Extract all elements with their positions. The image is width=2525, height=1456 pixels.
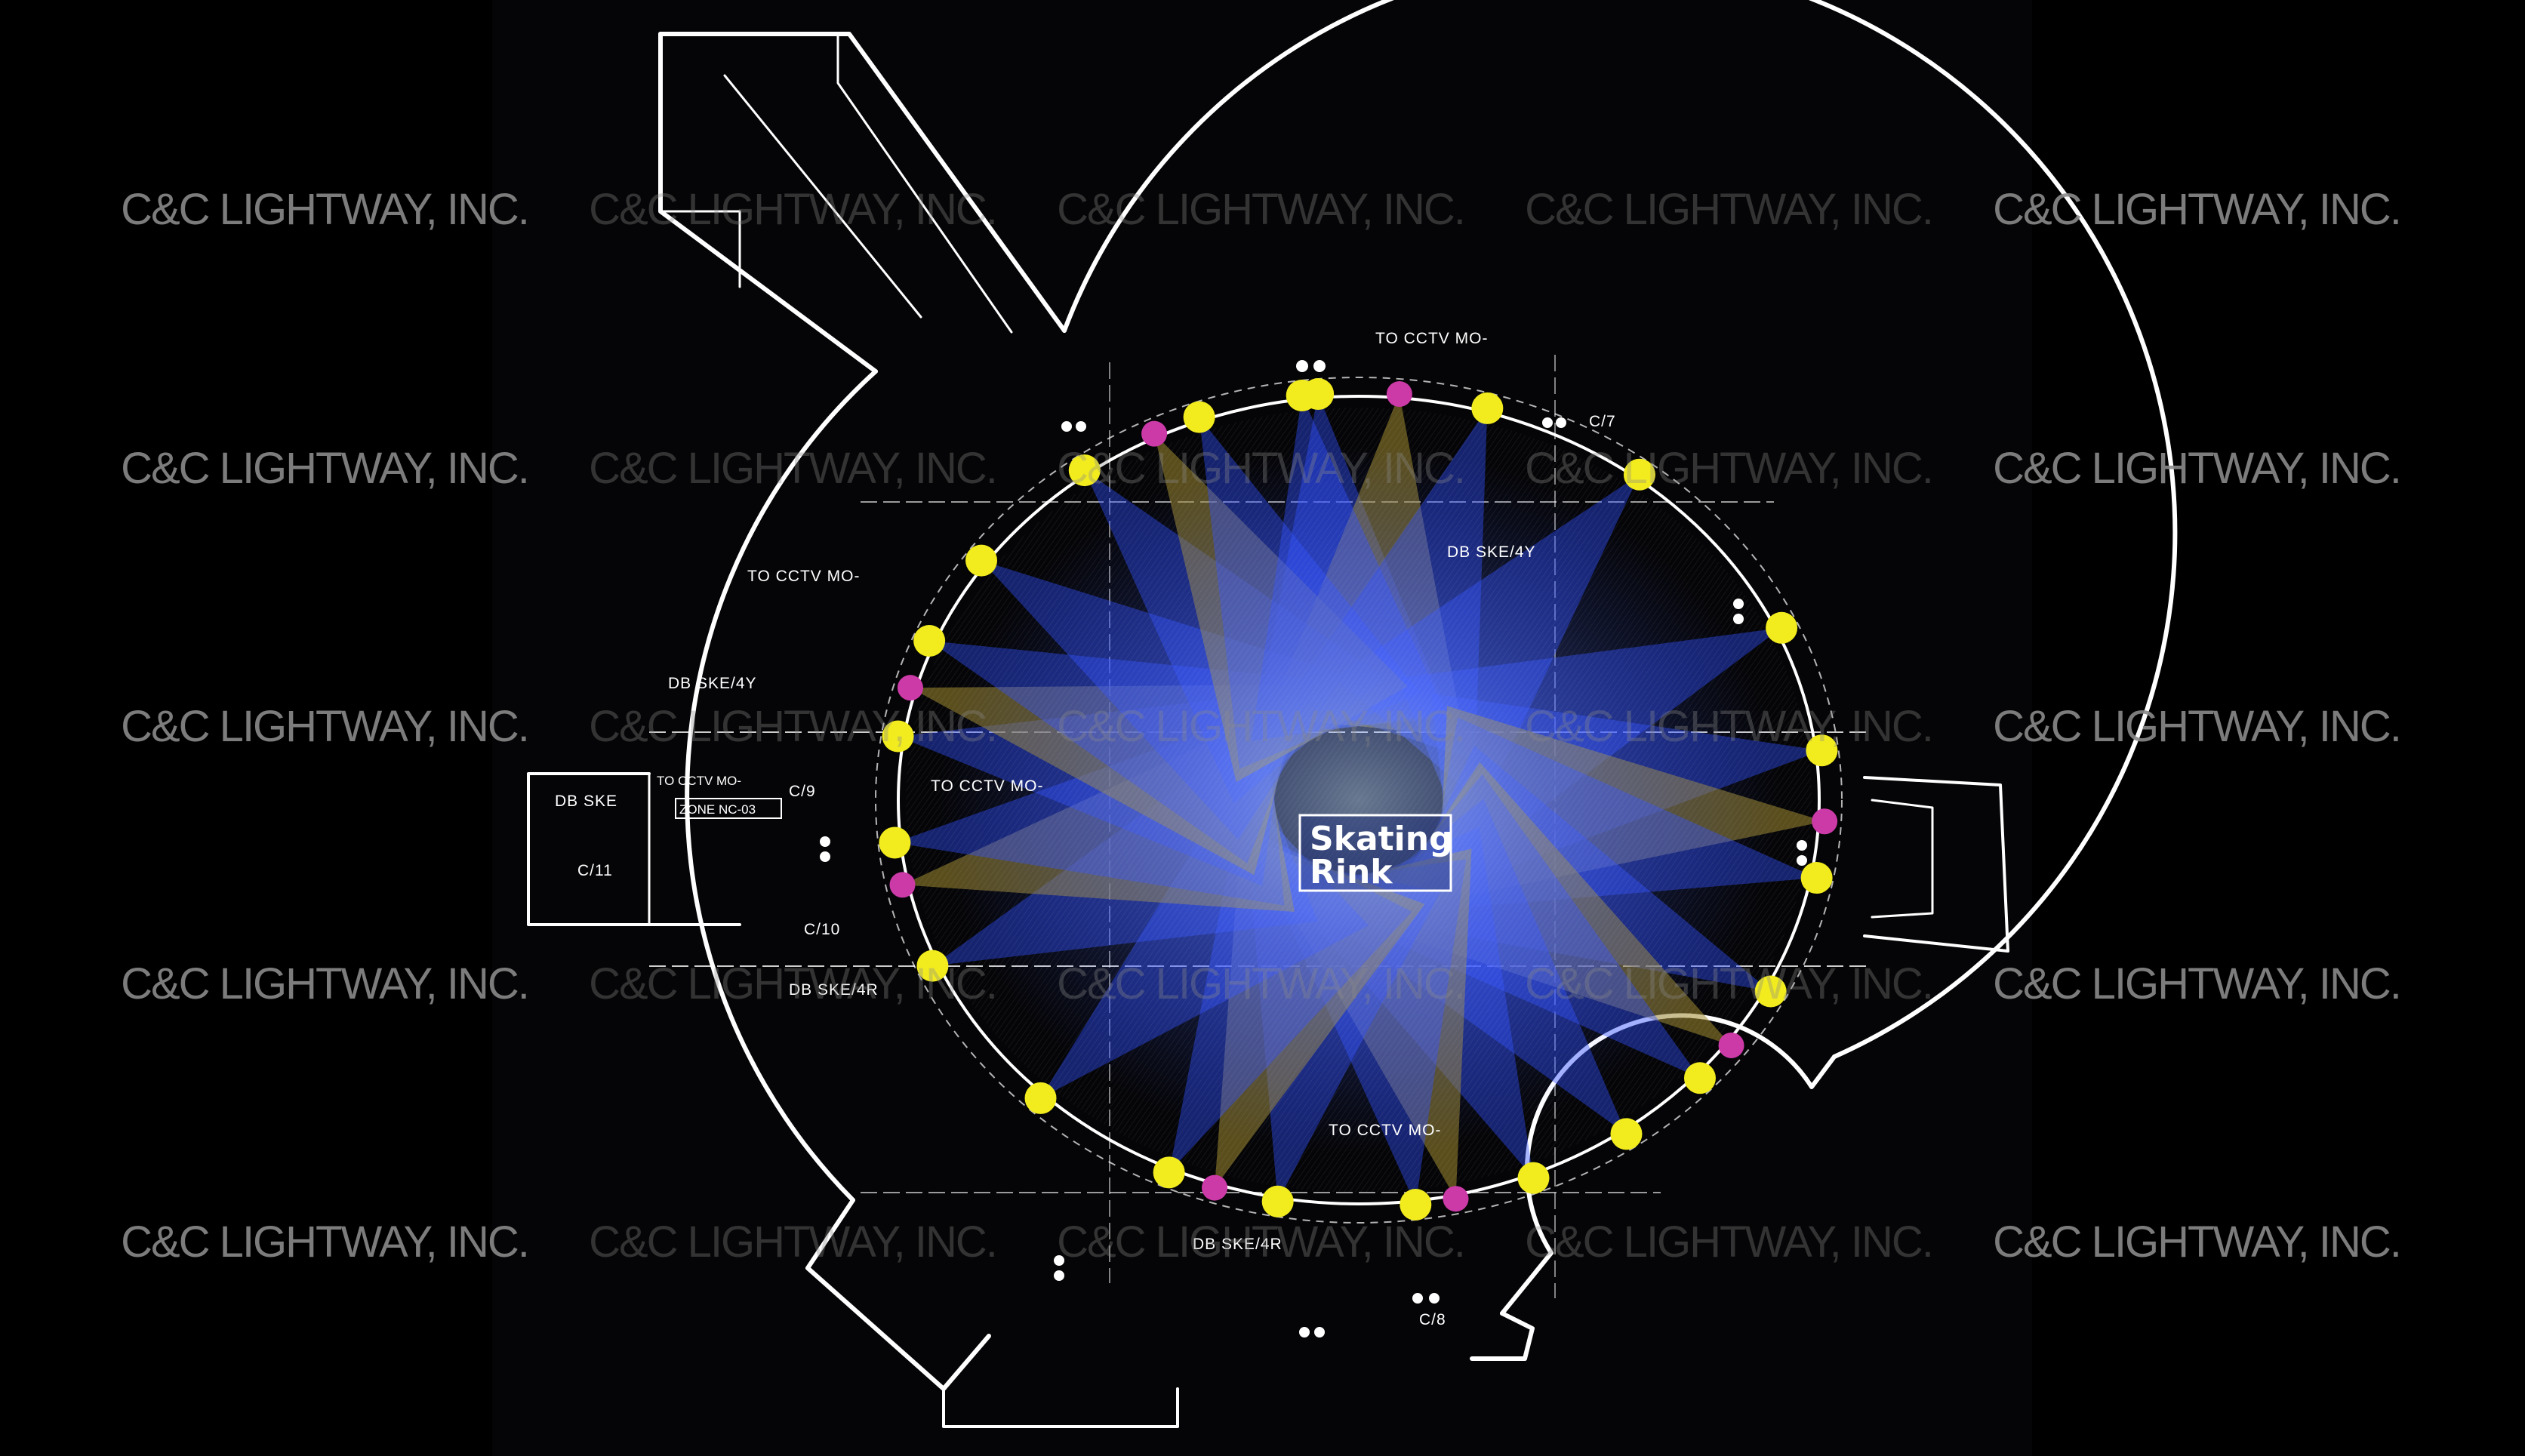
watermark-text: C&C LIGHTWAY, INC. [1525,1217,1932,1267]
watermark-text: C&C LIGHTWAY, INC. [1993,1217,2400,1267]
fixture-yellow [1153,1156,1185,1189]
label-db-4y-left: DB SKE/4Y [668,675,757,692]
watermark-text: C&C LIGHTWAY, INC. [589,444,996,493]
fixture-yellow [1800,862,1833,894]
fixture-yellow [1024,1082,1057,1114]
fixture-magenta [1141,420,1168,447]
fixture-magenta [897,675,923,701]
watermark-text: C&C LIGHTWAY, INC. [1993,444,2400,493]
fixture-magenta [889,872,916,898]
fixture-yellow [1183,401,1215,433]
label-cctv-door: TO CCTV MO- [657,774,741,788]
watermark-text: C&C LIGHTWAY, INC. [121,1217,528,1267]
label-c8: C/8 [1419,1311,1446,1328]
fixture-yellow [1806,734,1838,767]
outer-wall [1062,0,2178,1059]
entrance-right [1863,776,2009,953]
watermark-text: C&C LIGHTWAY, INC. [1525,444,1932,493]
watermark-text: C&C LIGHTWAY, INC. [121,959,528,1008]
rink-label: Skating Rink [1298,814,1453,892]
watermark-text: C&C LIGHTWAY, INC. [1057,702,1464,751]
label-cctv-left: TO CCTV MO- [747,568,860,585]
fixture-markers [879,378,1838,1221]
fixture-yellow [1471,392,1504,424]
watermark-text: C&C LIGHTWAY, INC. [121,444,528,493]
rink-label-line2: Rink [1310,853,1393,891]
fixture-yellow [1754,975,1787,1008]
fixture-yellow [913,625,946,657]
rink-label-line1: Skating [1310,820,1453,858]
hatch-overlay [906,408,1812,1193]
fixture-yellow [1610,1118,1643,1150]
fixture-yellow [882,720,914,753]
label-cctv-bottom: TO CCTV MO- [1329,1122,1441,1139]
fixture-yellow [1261,1185,1294,1217]
watermark-text: C&C LIGHTWAY, INC. [121,185,528,234]
watermark-text: C&C LIGHTWAY, INC. [589,959,996,1008]
fixture-yellow [1400,1188,1432,1221]
fixture-magenta [1202,1174,1228,1201]
device-symbols [820,360,1807,1337]
watermark-text: C&C LIGHTWAY, INC. [1057,185,1464,234]
label-db-4y-right: DB SKE/4Y [1447,543,1536,561]
label-c9: C/9 [789,783,816,800]
fixture-yellow [1766,611,1798,644]
fixture-yellow [916,950,949,982]
label-cctv-mid: TO CCTV MO- [931,777,1043,795]
corridor-top [658,32,1067,333]
watermark-text: C&C LIGHTWAY, INC. [1525,959,1932,1008]
watermark-text: C&C LIGHTWAY, INC. [1993,185,2400,234]
watermark-text: C&C LIGHTWAY, INC. [1993,702,2400,751]
watermark-text: C&C LIGHTWAY, INC. [589,185,996,234]
label-db-ske: DB SKE [555,793,617,810]
fixture-yellow [1286,380,1318,412]
fixture-yellow [1683,1062,1716,1094]
fixture-magenta [1443,1186,1469,1212]
fixture-yellow [965,544,998,577]
watermark-text: C&C LIGHTWAY, INC. [1525,702,1932,751]
watermark-text: C&C LIGHTWAY, INC. [1057,959,1464,1008]
label-db-4r-left: DB SKE/4R [789,981,879,999]
fixture-yellow [1068,454,1101,487]
corridor-bottom [805,1198,991,1391]
label-db-4r-bottom: DB SKE/4R [1193,1236,1283,1253]
label-c10: C/10 [804,921,840,938]
watermark-text: C&C LIGHTWAY, INC. [589,1217,996,1267]
label-zone: ZONE NC-03 [679,802,756,817]
fixture-yellow [879,827,911,859]
watermark-grid: C&C LIGHTWAY, INC. C&C LIGHTWAY, INC. C&C … [121,185,2402,1267]
outer-wall-left [685,369,878,1202]
fixture-yellow [1623,458,1655,491]
fixture-magenta [1386,381,1412,408]
fixture-magenta [1718,1032,1744,1058]
label-c7: C/7 [1589,413,1616,430]
watermark-text: C&C LIGHTWAY, INC. [1993,959,2400,1008]
label-cctv-top: TO CCTV MO- [1375,330,1488,347]
entrance-left [527,772,741,926]
watermark-text: C&C LIGHTWAY, INC. [121,702,528,751]
label-c11: C/11 [577,862,613,879]
watermark-text: C&C LIGHTWAY, INC. [1057,1217,1464,1267]
watermark-text: C&C LIGHTWAY, INC. [1057,444,1464,493]
annotations: TO CCTV MO- TO CCTV MO- TO CCTV MO- TO C… [555,330,1616,1328]
watermark-text: C&C LIGHTWAY, INC. [589,702,996,751]
fixture-yellow [1517,1162,1550,1194]
fixture-magenta [1812,808,1838,835]
watermark-text: C&C LIGHTWAY, INC. [1525,185,1932,234]
